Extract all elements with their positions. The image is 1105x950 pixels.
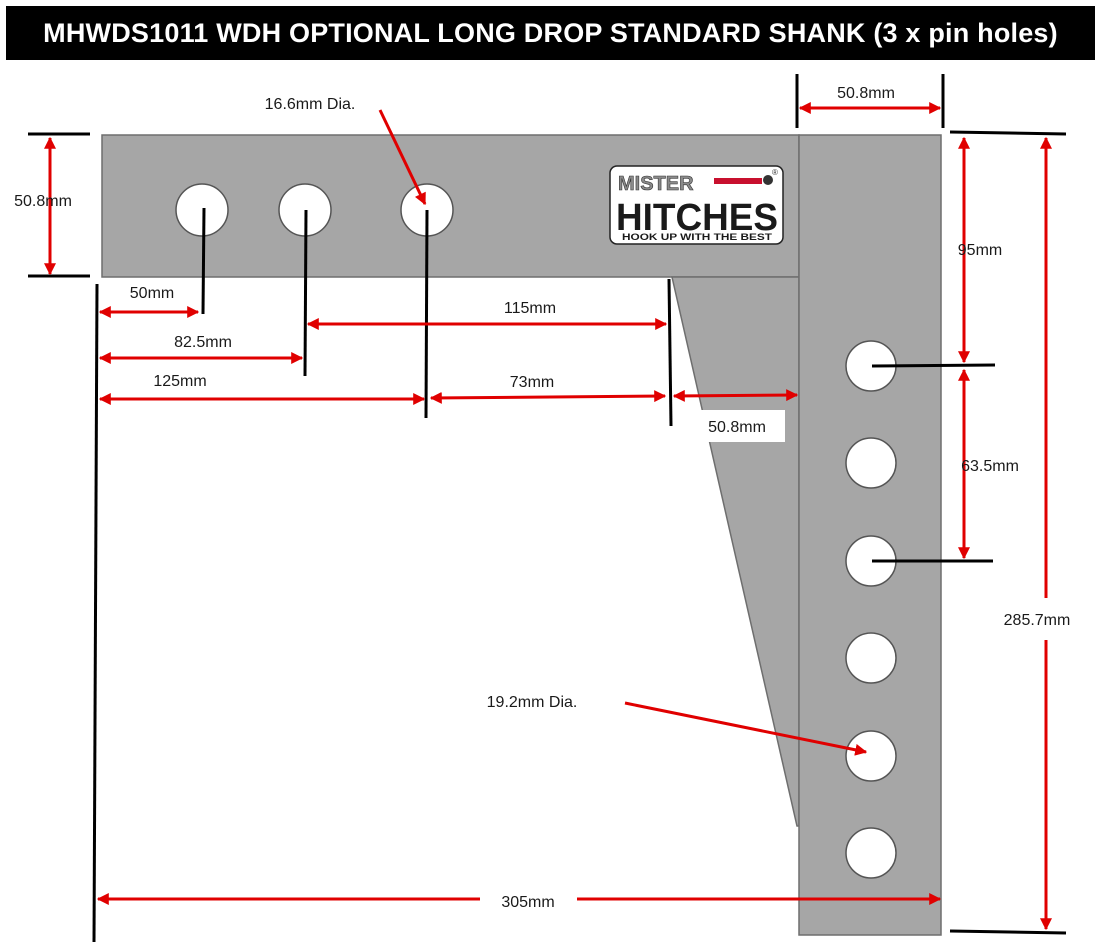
small-pin-hole: [175, 183, 229, 237]
total-dimension-arrows: [96, 109, 1052, 931]
label-82-5: 82.5mm: [174, 334, 232, 351]
label-285-7: 285.7mm: [1004, 612, 1071, 629]
label-115: 115mm: [504, 300, 556, 317]
logo-line2: HITCHES: [616, 197, 778, 239]
ref-line: [949, 130, 1067, 136]
logo-tagline: HOOK UP WITH THE BEST: [622, 232, 773, 242]
vertical-drop-bar: [798, 134, 942, 936]
dimension-arrows: [44, 102, 970, 560]
dimension-labels: 16.6mm Dia. 50.8mm 50.8mm 50mm 115mm 82.…: [14, 85, 1070, 911]
hitch-graphic-icon: [714, 175, 773, 185]
reference-lines: [28, 74, 1067, 943]
ref-line: [92, 283, 99, 943]
gusset: [671, 276, 800, 827]
label-73: 73mm: [510, 374, 554, 391]
label-shank-height: 50.8mm: [14, 193, 72, 210]
label-large-hole-dia: 19.2mm Dia.: [487, 694, 578, 711]
dim-arrow-gusset: [672, 389, 799, 402]
callout-arrow-large-hole: [624, 701, 868, 756]
label-305: 305mm: [501, 894, 554, 911]
ref-line: [949, 929, 1067, 935]
label-63-5: 63.5mm: [961, 458, 1019, 475]
page-title: MHWDS1011 WDH OPTIONAL LONG DROP STANDAR…: [43, 17, 1058, 48]
logo-line1: MISTER: [618, 173, 694, 195]
logo-mark: ®: [772, 168, 778, 177]
large-hole: [845, 632, 897, 684]
label-95: 95mm: [958, 242, 1002, 259]
ref-line: [303, 209, 308, 377]
large-hole: [845, 730, 897, 782]
callout-arrow-small-hole: [378, 109, 427, 206]
large-hole: [845, 437, 897, 489]
shank-body: [101, 134, 942, 936]
ref-line: [424, 209, 429, 419]
dim-arrow-73: [429, 390, 667, 404]
label-top-width: 50.8mm: [837, 85, 895, 102]
gusset-label-bg: [689, 410, 785, 442]
label-50: 50mm: [130, 285, 174, 302]
label-small-hole-dia: 16.6mm Dia.: [265, 96, 356, 113]
ref-line: [667, 278, 673, 427]
label-125: 125mm: [153, 373, 206, 390]
small-pin-holes: [175, 183, 454, 237]
ref-line: [201, 207, 206, 315]
label-gusset: 50.8mm: [708, 419, 766, 436]
mister-hitches-logo: MISTER ® HITCHES HOOK UP WITH THE BEST: [609, 165, 784, 245]
title-bar: MHWDS1011 WDH OPTIONAL LONG DROP STANDAR…: [6, 6, 1095, 60]
large-hole: [845, 827, 897, 879]
ref-line: [871, 363, 996, 368]
large-drop-holes: [845, 340, 897, 879]
